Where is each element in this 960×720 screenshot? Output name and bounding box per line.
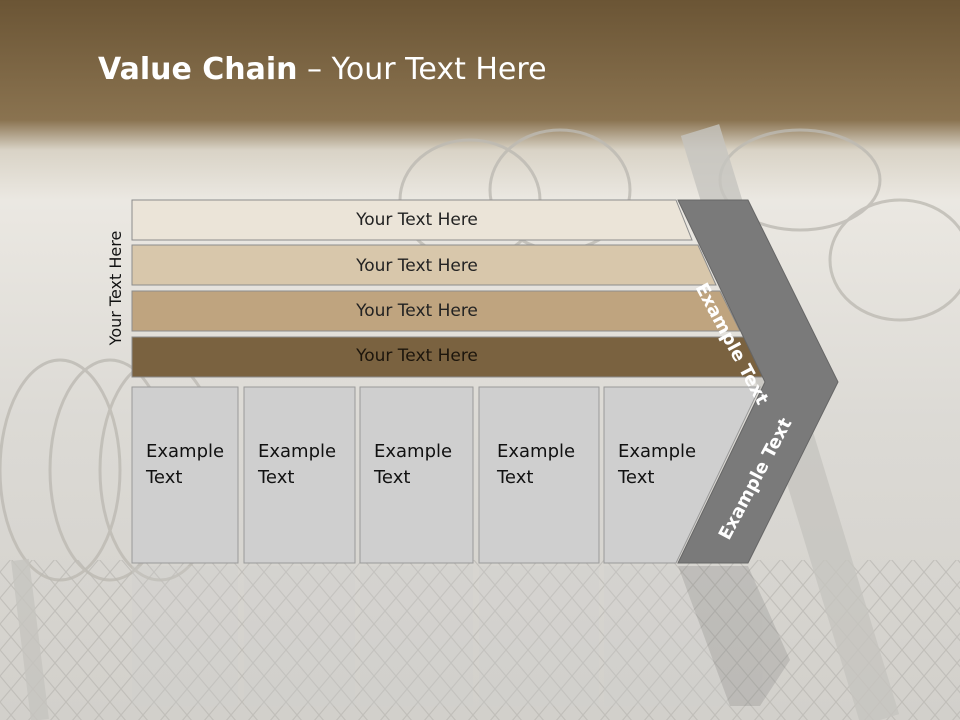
box-4-line2: Text [497,467,534,488]
row-bar-2 [131,244,717,286]
box-3-line2: Text [374,467,411,488]
row-label-4: Your Text Here [356,346,478,366]
box-shape-4 [478,386,600,564]
box-shape-2 [243,386,356,564]
row-label-1: Your Text Here [356,210,478,230]
box-4-line1: Example [497,441,576,462]
box-5-line2: Text [618,467,655,488]
box-2-line1: Example [258,441,337,462]
row-label-2: Your Text Here [356,256,478,276]
box-shape-3 [359,386,474,564]
box-5-line1: Example [618,441,697,462]
box-shape-1 [131,386,239,564]
row-bar-1 [131,199,693,241]
row-label-3: Your Text Here [356,301,478,321]
box-2-line2: Text [258,467,295,488]
box-shape-5 [603,386,761,564]
box-1-line2: Text [146,467,183,488]
page-title: Value Chain – Your Text Here [98,52,547,87]
box-1-line1: Example [146,441,225,462]
chevron-arrow [677,199,839,564]
row-bar-3 [131,290,741,332]
title-rest: – Your Text Here [297,52,547,87]
box-3-line1: Example [374,441,453,462]
title-bold: Value Chain [98,52,298,87]
